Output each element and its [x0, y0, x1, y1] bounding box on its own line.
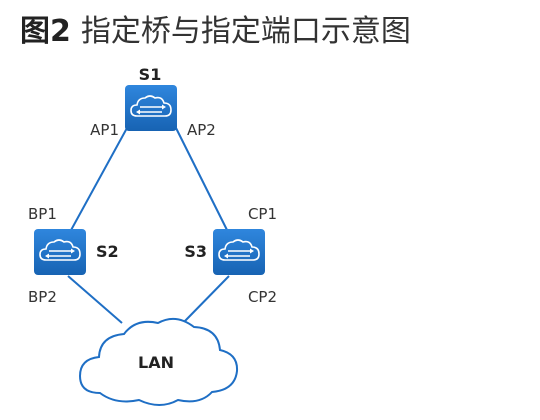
switch-s3: [212, 228, 266, 276]
port-ap2: AP2: [187, 121, 216, 139]
link-s3-lan: [182, 275, 230, 324]
s2-name: S2: [96, 242, 119, 261]
s1-name: S1: [139, 65, 162, 84]
switch-icon: [212, 228, 266, 276]
lan-label: LAN: [138, 353, 174, 372]
link-s1-s2: [69, 127, 128, 233]
switch-icon: [124, 84, 178, 132]
port-cp2: CP2: [248, 288, 277, 306]
switch-icon: [33, 228, 87, 276]
link-s2-lan: [67, 275, 123, 324]
port-cp1: CP1: [248, 205, 277, 223]
figure-title: 图2 指定桥与指定端口示意图: [20, 10, 411, 54]
switch-s2: [33, 228, 87, 276]
port-bp2: BP2: [28, 288, 57, 306]
link-s1-s3: [175, 127, 229, 233]
port-ap1: AP1: [90, 121, 119, 139]
figure-number: 图2: [20, 14, 71, 49]
switch-s1: [124, 84, 178, 132]
cloud-icon: [78, 317, 239, 406]
s3-name: S3: [184, 242, 207, 261]
figure-caption: 指定桥与指定端口示意图: [80, 14, 411, 49]
port-bp1: BP1: [28, 205, 57, 223]
